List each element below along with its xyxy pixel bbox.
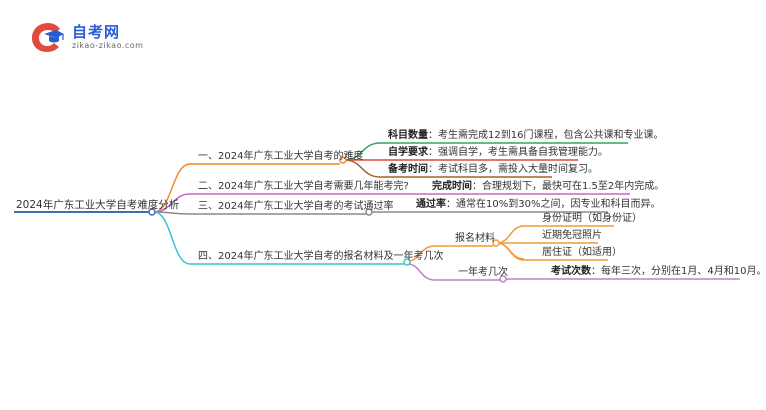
leaf-key: 考试次数 <box>551 266 591 277</box>
leaf-key: 备考时间 <box>388 164 428 175</box>
branch1-node <box>339 156 347 164</box>
material-item-id[interactable]: 身份证明（如身份证） <box>542 213 642 224</box>
branch1-connector <box>153 163 340 213</box>
times-connector <box>407 263 500 281</box>
times-label[interactable]: 一年考几次 <box>458 267 508 278</box>
leaf-key: 科目数量 <box>388 130 428 141</box>
materials-node <box>492 239 500 247</box>
materials-label[interactable]: 报名材料 <box>455 233 495 244</box>
material-top-connector <box>496 225 614 244</box>
times-node <box>499 275 507 283</box>
leaf1c-connector <box>344 159 552 178</box>
leaf-sep: ： <box>428 147 438 158</box>
material-bottom-connector <box>496 242 608 261</box>
leaf-text: 考试科目多，需投入大量时间复习。 <box>438 164 598 175</box>
material-item-photo[interactable]: 近期免冠照片 <box>542 230 602 241</box>
root-node <box>148 208 156 216</box>
leaf-exam-times[interactable]: 考试次数：每年三次，分别在1月、4月和10月。 <box>551 266 766 278</box>
leaf-text: 每年三次，分别在1月、4月和10月。 <box>601 266 766 277</box>
branch1-label[interactable]: 一、2024年广东工业大学自考的难度 <box>198 151 364 162</box>
branch2-label[interactable]: 二、2024年广东工业大学自考需要几年能考完? <box>198 181 409 192</box>
leaf-prep-time[interactable]: 备考时间：考试科目多，需投入大量时间复习。 <box>388 164 598 176</box>
logo-subtitle: zikao-zikao.com <box>72 41 144 50</box>
leaf-completion-time[interactable]: 完成时间：合理规划下，最快可在1.5至2年内完成。 <box>432 181 664 193</box>
leaf-subject-count[interactable]: 科目数量：考生需完成12到16门课程，包含公共课和专业课。 <box>388 130 663 142</box>
leaf-text: 合理规划下，最快可在1.5至2年内完成。 <box>482 181 665 192</box>
leaf-self-study[interactable]: 自学要求：强调自学，考生需具备自我管理能力。 <box>388 147 608 159</box>
leaf-sep: ： <box>428 130 438 141</box>
material-item-residence[interactable]: 居住证（如适用） <box>542 247 622 258</box>
leaf-text: 强调自学，考生需具备自我管理能力。 <box>438 147 608 158</box>
leaf-key: 通过率 <box>416 199 446 210</box>
logo-title: 自考网 <box>72 23 121 41</box>
branch3-label[interactable]: 三、2024年广东工业大学自考的考试通过率 <box>198 201 394 212</box>
leaf-sep: ： <box>446 199 456 210</box>
graduation-cap-icon <box>32 23 64 52</box>
root-topic[interactable]: 2024年广东工业大学自考难度分析 <box>16 199 180 211</box>
leaf-key: 自学要求 <box>388 147 428 158</box>
leaf-sep: ： <box>591 266 601 277</box>
logo[interactable]: 自考网 zikao-zikao.com <box>30 18 220 58</box>
branch3-node <box>365 208 373 216</box>
mindmap-connectors <box>14 142 740 283</box>
materials-connector <box>407 245 493 262</box>
leaf-key: 完成时间 <box>432 181 472 192</box>
leaf-text: 通常在10%到30%之间，因专业和科目而异。 <box>456 199 661 210</box>
branch4-connector <box>153 211 404 265</box>
branch2-connector <box>153 193 630 213</box>
leaf-text: 考生需完成12到16门课程，包含公共课和专业课。 <box>438 130 664 141</box>
branch4-label[interactable]: 四、2024年广东工业大学自考的报名材料及一年考几次 <box>198 251 444 262</box>
leaf-pass-rate[interactable]: 通过率：通常在10%到30%之间，因专业和科目而异。 <box>416 199 660 211</box>
leaf-sep: ： <box>428 164 438 175</box>
leaf-sep: ： <box>472 181 482 192</box>
branch3-connector <box>153 211 366 215</box>
branch4-node <box>403 258 411 266</box>
